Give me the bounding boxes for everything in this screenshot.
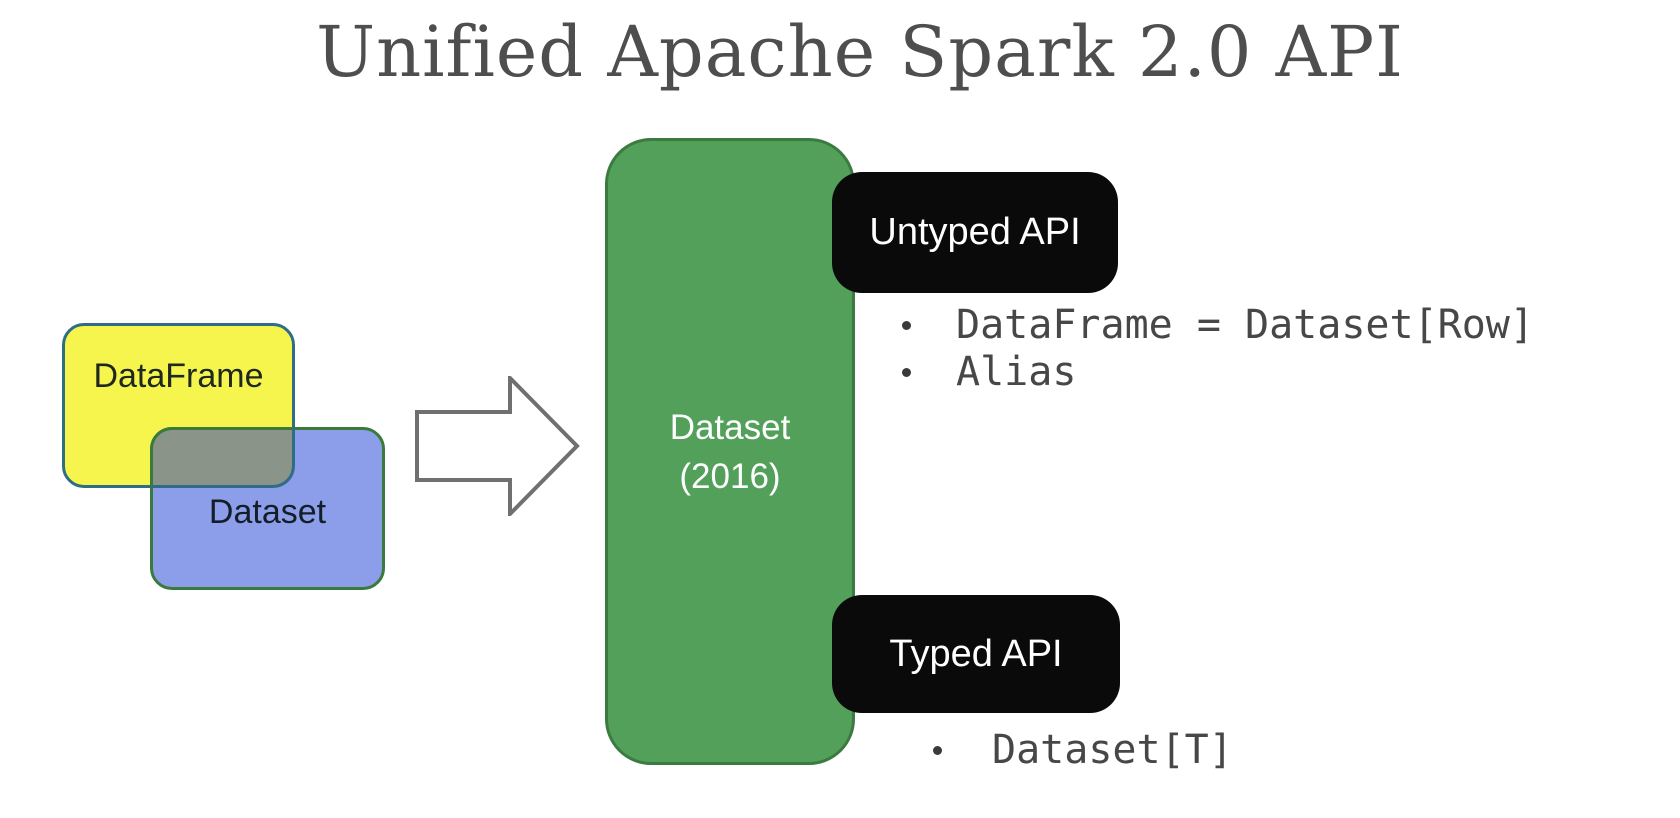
typed-api-badge: Typed API — [832, 595, 1120, 713]
list-item: Dataset[T] — [933, 726, 1233, 774]
page-title: Unified Apache Spark 2.0 API — [316, 11, 1404, 93]
bullet-dot-icon — [933, 745, 942, 755]
typed-api-badge-label: Typed API — [889, 632, 1063, 675]
untyped-api-badge-label: Untyped API — [869, 211, 1081, 253]
right-block-arrow-icon — [415, 376, 580, 516]
bullet-dot-icon — [902, 367, 911, 377]
list-item: DataFrame = Dataset[Row] — [902, 301, 1534, 349]
unified-dataset-year: (2016) — [679, 456, 781, 496]
dataframe-label: DataFrame — [93, 357, 264, 395]
venn-overlap-region — [150, 427, 295, 488]
untyped-api-badge: Untyped API — [832, 172, 1118, 293]
dataset-label: Dataset — [208, 493, 327, 531]
typed-bullet-text: Dataset[T] — [992, 727, 1233, 773]
unified-dataset-box: Dataset (2016) — [605, 138, 855, 765]
untyped-bullet-text: DataFrame = Dataset[Row] — [956, 302, 1534, 348]
bullet-dot-icon — [902, 320, 911, 330]
list-item: Alias — [902, 348, 1076, 396]
untyped-bullet-text: Alias — [956, 349, 1077, 395]
unified-dataset-name: Dataset — [669, 407, 791, 447]
